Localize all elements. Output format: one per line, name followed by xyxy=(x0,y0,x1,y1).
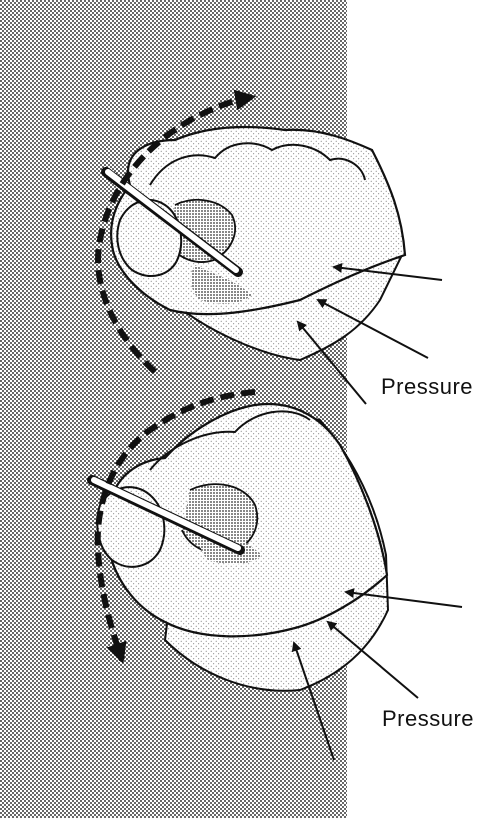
top-hand-thumb xyxy=(117,200,181,276)
pressure-label-bottom: Pressure xyxy=(382,706,474,732)
pressure-label-top: Pressure xyxy=(381,374,473,400)
